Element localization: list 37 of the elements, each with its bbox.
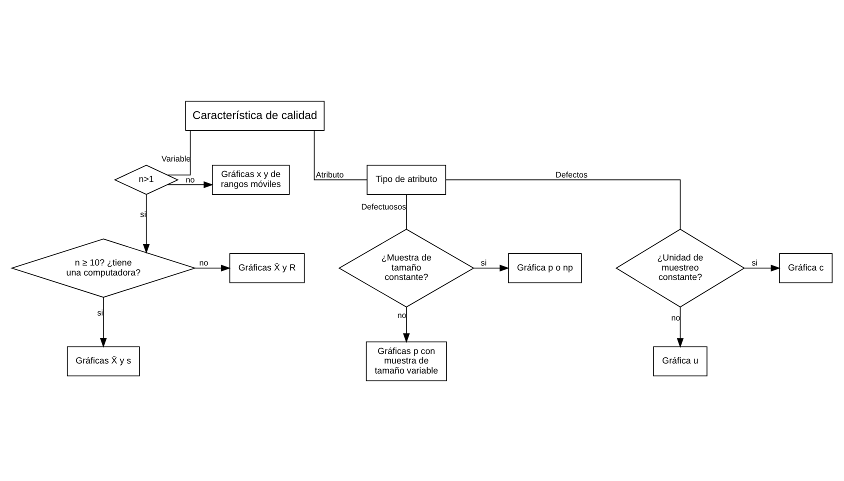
connector xyxy=(446,178,681,230)
connector xyxy=(406,194,407,229)
node-box: Gráficas p con muestra de tamaño variable xyxy=(366,340,447,381)
node-box: Gráfica p o np xyxy=(508,252,582,283)
edge-label: Defectos xyxy=(556,170,588,179)
node-box: Gráficas X̄ y R xyxy=(229,252,305,283)
arrow xyxy=(744,264,781,272)
edge-label: no xyxy=(671,312,680,322)
node-diamond: ¿Muestra de tamaño constante? xyxy=(338,228,474,307)
node-box: Gráficas x y de rangos móviles xyxy=(212,164,290,194)
edge-label: si xyxy=(140,210,146,219)
arrow xyxy=(676,306,684,348)
edge-label: no xyxy=(186,174,195,184)
edge-label: no xyxy=(397,310,406,320)
arrow xyxy=(142,194,150,254)
node-diamond: n>1 xyxy=(114,164,179,194)
arrow xyxy=(167,180,214,188)
edge-label: si xyxy=(97,308,104,317)
connector xyxy=(167,130,191,175)
edge-label: Atributo xyxy=(316,170,344,179)
arrow xyxy=(473,264,510,272)
edge-label: si xyxy=(752,258,758,268)
arrow xyxy=(100,296,107,348)
arrow xyxy=(194,264,231,272)
arrow xyxy=(403,306,410,343)
node-box: Característica de calidad xyxy=(185,100,325,130)
edge-label: Variable xyxy=(162,154,191,164)
edge-label: si xyxy=(480,258,487,268)
node-diamond: n ≥ 10? ¿tiene una computadora? xyxy=(10,238,196,298)
connector xyxy=(314,130,368,180)
node-box: Gráficas X̄ y s xyxy=(66,346,140,376)
node-box: Gráfica c xyxy=(779,252,833,283)
node-box: Tipo de atributo xyxy=(366,164,446,194)
edge-label: Defectuosos xyxy=(361,202,406,212)
node-box: Gráfica u xyxy=(653,346,708,376)
edge-label: no xyxy=(199,258,208,268)
node-diamond: ¿Unidad de muestreo constante? xyxy=(615,228,746,307)
